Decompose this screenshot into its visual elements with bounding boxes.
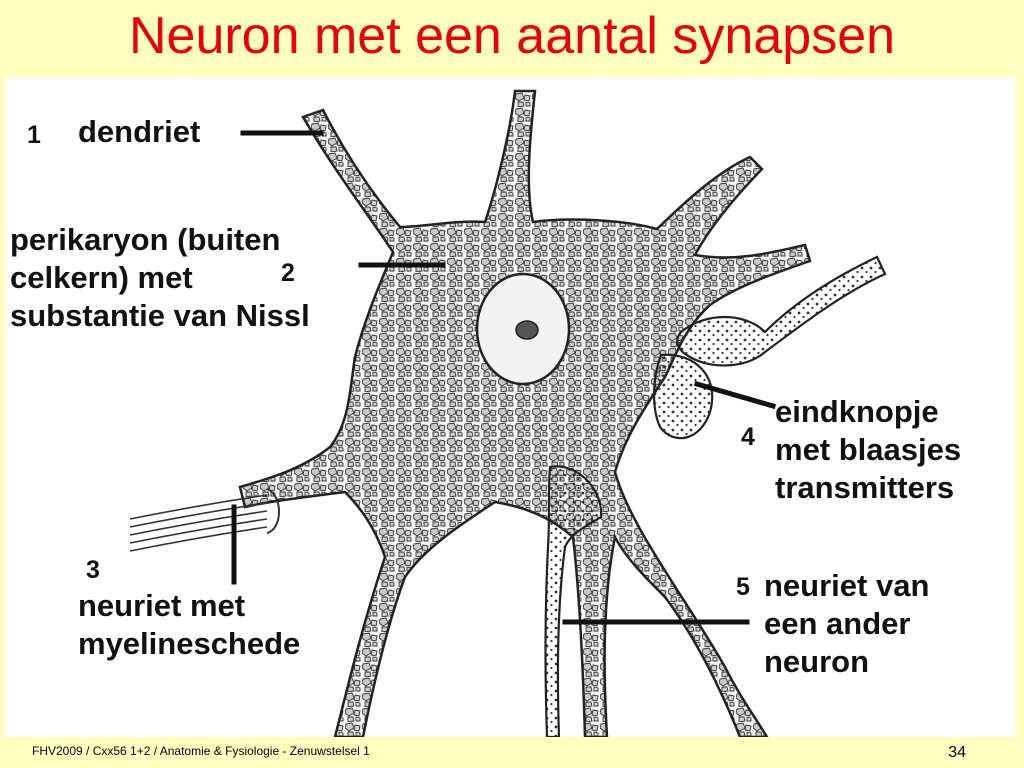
neuron-figure: 1 dendriet perikaryon (buiten celkern) m…	[5, 77, 1016, 737]
label-dendriet-line: dendriet	[78, 114, 201, 149]
leader-line-4	[693, 380, 777, 410]
label-eindknopje-line-1: eindknopje	[775, 394, 939, 429]
label-neuriet-ander-line-3: neuron	[764, 643, 870, 679]
label-number-1: 1	[27, 121, 41, 149]
label-perikaryon-line-2: celkern) met	[10, 259, 193, 295]
label-number-3: 3	[86, 556, 100, 584]
neuron-cell-body	[238, 89, 812, 737]
leader-lines	[231, 130, 777, 625]
slide-title: Neuron met een aantal synapsen	[128, 7, 896, 65]
terminal-knob-upper	[676, 255, 887, 367]
label-perikaryon-line-3: substantie van Nissl	[10, 297, 310, 333]
label-number-2: 2	[281, 259, 295, 287]
label-perikaryon: perikaryon (buiten celkern) met substant…	[10, 221, 310, 334]
label-neuriet-ander-line-2: een ander	[764, 605, 911, 641]
neuron-drawing	[129, 89, 887, 737]
nucleolus	[515, 320, 539, 340]
page-number: 34	[948, 744, 966, 761]
label-number-4: 4	[741, 423, 755, 451]
label-neuriet-myeline: neuriet met myelineschede	[78, 587, 300, 663]
myelinated-axon	[129, 488, 280, 552]
slide-footer: FHV2009 / Cxx56 1+2 / Anatomie & Fysiolo…	[32, 744, 370, 758]
label-perikaryon-line-1: perikaryon (buiten	[10, 222, 281, 257]
label-neuriet-ander: neuriet van een ander neuron	[764, 567, 929, 680]
label-neuriet-myeline-line-1: neuriet met	[78, 588, 246, 623]
label-number-5: 5	[736, 573, 750, 601]
label-eindknopje-line-2: met blaasjes	[775, 431, 962, 467]
label-dendriet: dendriet	[78, 113, 200, 151]
terminal-knob-eindknopje	[652, 353, 714, 440]
label-eindknopje: eindknopje met blaasjes transmitters	[775, 393, 961, 506]
label-neuriet-myeline-line-2: myelineschede	[78, 625, 301, 661]
label-eindknopje-line-3: transmitters	[775, 469, 955, 505]
label-neuriet-ander-line-1: neuriet van	[764, 568, 930, 603]
axon-other-neuron	[544, 465, 603, 737]
